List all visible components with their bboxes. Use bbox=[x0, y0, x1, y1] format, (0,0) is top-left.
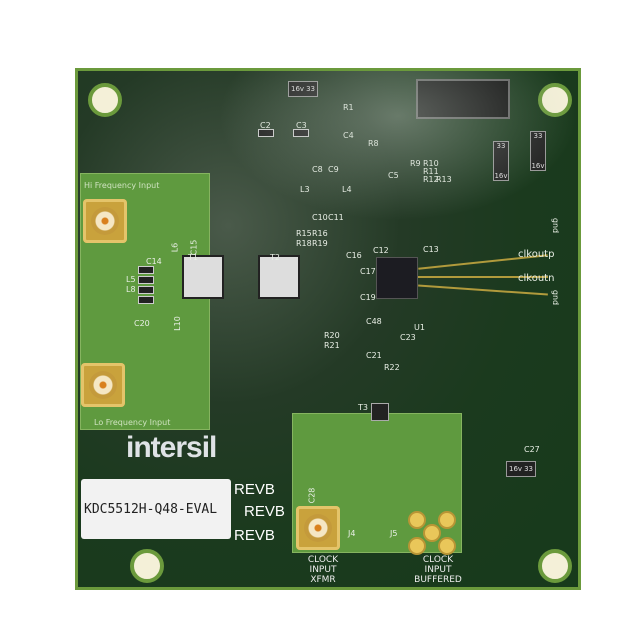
refdes-l4: L4 bbox=[342, 185, 352, 194]
gnd-label: gnd bbox=[551, 217, 561, 234]
mounting-hole bbox=[538, 549, 572, 583]
mounting-hole bbox=[88, 83, 122, 117]
j5-pad[interactable] bbox=[408, 511, 426, 529]
j5-pad[interactable] bbox=[438, 537, 456, 555]
refdes-r12: R12 bbox=[423, 175, 439, 184]
mounting-hole bbox=[130, 549, 164, 583]
refdes-l10: L10 bbox=[172, 316, 182, 331]
smd-component bbox=[138, 296, 154, 304]
clock-xfmr-sma-connector[interactable] bbox=[296, 506, 340, 550]
refdes-c48: C48 bbox=[366, 317, 382, 326]
revision-label: REVB bbox=[234, 481, 275, 498]
smd-component bbox=[258, 129, 274, 137]
refdes-c2: C2 bbox=[260, 121, 271, 130]
lo-frequency-sma-connector[interactable] bbox=[81, 363, 125, 407]
refdes-t2: T2 bbox=[270, 253, 280, 262]
revision-label: REVB bbox=[244, 503, 285, 520]
lo-frequency-label: Lo Frequency Input bbox=[94, 418, 171, 427]
refdes-r21: R21 bbox=[324, 341, 340, 350]
hi-frequency-label: Hi Frequency Input bbox=[84, 181, 160, 190]
clkoutp-label: clkoutp bbox=[518, 249, 555, 260]
refdes-r20: R20 bbox=[324, 331, 340, 340]
refdes-c23: C23 bbox=[400, 333, 416, 342]
refdes-c10: C10 bbox=[312, 213, 328, 222]
refdes-c13: C13 bbox=[423, 245, 439, 254]
refdes-c3: C3 bbox=[296, 121, 307, 130]
refdes-c19: C19 bbox=[360, 293, 376, 302]
refdes-r15: R15 bbox=[296, 229, 312, 238]
refdes-r13: R13 bbox=[436, 175, 452, 184]
refdes-r9: R9 bbox=[410, 159, 421, 168]
refdes-c17: C17 bbox=[360, 267, 376, 276]
refdes-j5: J5 bbox=[390, 529, 398, 538]
part-number: KDC5512H-Q48-EVAL bbox=[84, 501, 218, 517]
refdes-l8: L8 bbox=[126, 285, 136, 294]
smd-component bbox=[138, 286, 154, 294]
header-connector[interactable] bbox=[416, 79, 510, 119]
gnd-label: gnd bbox=[551, 289, 561, 306]
part-number-sticker: KDC5512H-Q48-EVAL bbox=[81, 479, 231, 539]
refdes-c11: C11 bbox=[328, 213, 344, 222]
refdes-r22: R22 bbox=[384, 363, 400, 372]
refdes-l6: L6 bbox=[170, 242, 180, 253]
refdes-r8: R8 bbox=[368, 139, 379, 148]
refdes-l5: L5 bbox=[126, 275, 136, 284]
refdes-c8: C8 bbox=[312, 165, 323, 174]
refdes-r11: R11 bbox=[423, 167, 439, 176]
transformer-t2 bbox=[258, 255, 300, 299]
clkoutn-label: clkoutn bbox=[518, 273, 555, 284]
trace bbox=[418, 276, 548, 278]
refdes-c15: C15 bbox=[189, 239, 199, 256]
j5-pad[interactable] bbox=[423, 524, 441, 542]
refdes-r1: R1 bbox=[343, 103, 354, 112]
refdes-t1: T1 bbox=[188, 253, 198, 262]
j5-pad[interactable] bbox=[408, 537, 426, 555]
refdes-c28: C28 bbox=[307, 487, 317, 504]
refdes-c4: C4 bbox=[343, 131, 354, 140]
j5-pad[interactable] bbox=[438, 511, 456, 529]
refdes-c14: C14 bbox=[146, 257, 162, 266]
intersil-logo: intersil bbox=[126, 431, 217, 464]
refdes-c5: C5 bbox=[388, 171, 399, 180]
refdes-c12: C12 bbox=[373, 246, 389, 255]
refdes-c16: C16 bbox=[346, 251, 362, 260]
refdes-r19: R19 bbox=[312, 239, 328, 248]
refdes-u1: U1 bbox=[414, 323, 425, 332]
refdes-c27: C27 bbox=[524, 445, 540, 454]
hi-frequency-sma-connector[interactable] bbox=[83, 199, 127, 243]
refdes-c20: C20 bbox=[134, 319, 150, 328]
adc-chip-u1 bbox=[376, 257, 418, 299]
refdes-j4: J4 bbox=[348, 529, 356, 538]
pcb-board: Hi Frequency Input Lo Frequency Input 16… bbox=[75, 68, 581, 590]
smd-component bbox=[138, 276, 154, 284]
refdes-l3: L3 bbox=[300, 185, 310, 194]
transformer-t1 bbox=[182, 255, 224, 299]
transformer-t3 bbox=[371, 403, 389, 421]
smd-component bbox=[293, 129, 309, 137]
smd-component bbox=[138, 266, 154, 274]
mounting-hole bbox=[538, 83, 572, 117]
trace bbox=[418, 284, 548, 296]
refdes-c9: C9 bbox=[328, 165, 339, 174]
refdes-r18: R18 bbox=[296, 239, 312, 248]
revision-label: REVB bbox=[234, 527, 275, 544]
refdes-r16: R16 bbox=[312, 229, 328, 238]
refdes-c21: C21 bbox=[366, 351, 382, 360]
refdes-t3: T3 bbox=[358, 403, 368, 412]
refdes-r10: R10 bbox=[423, 159, 439, 168]
